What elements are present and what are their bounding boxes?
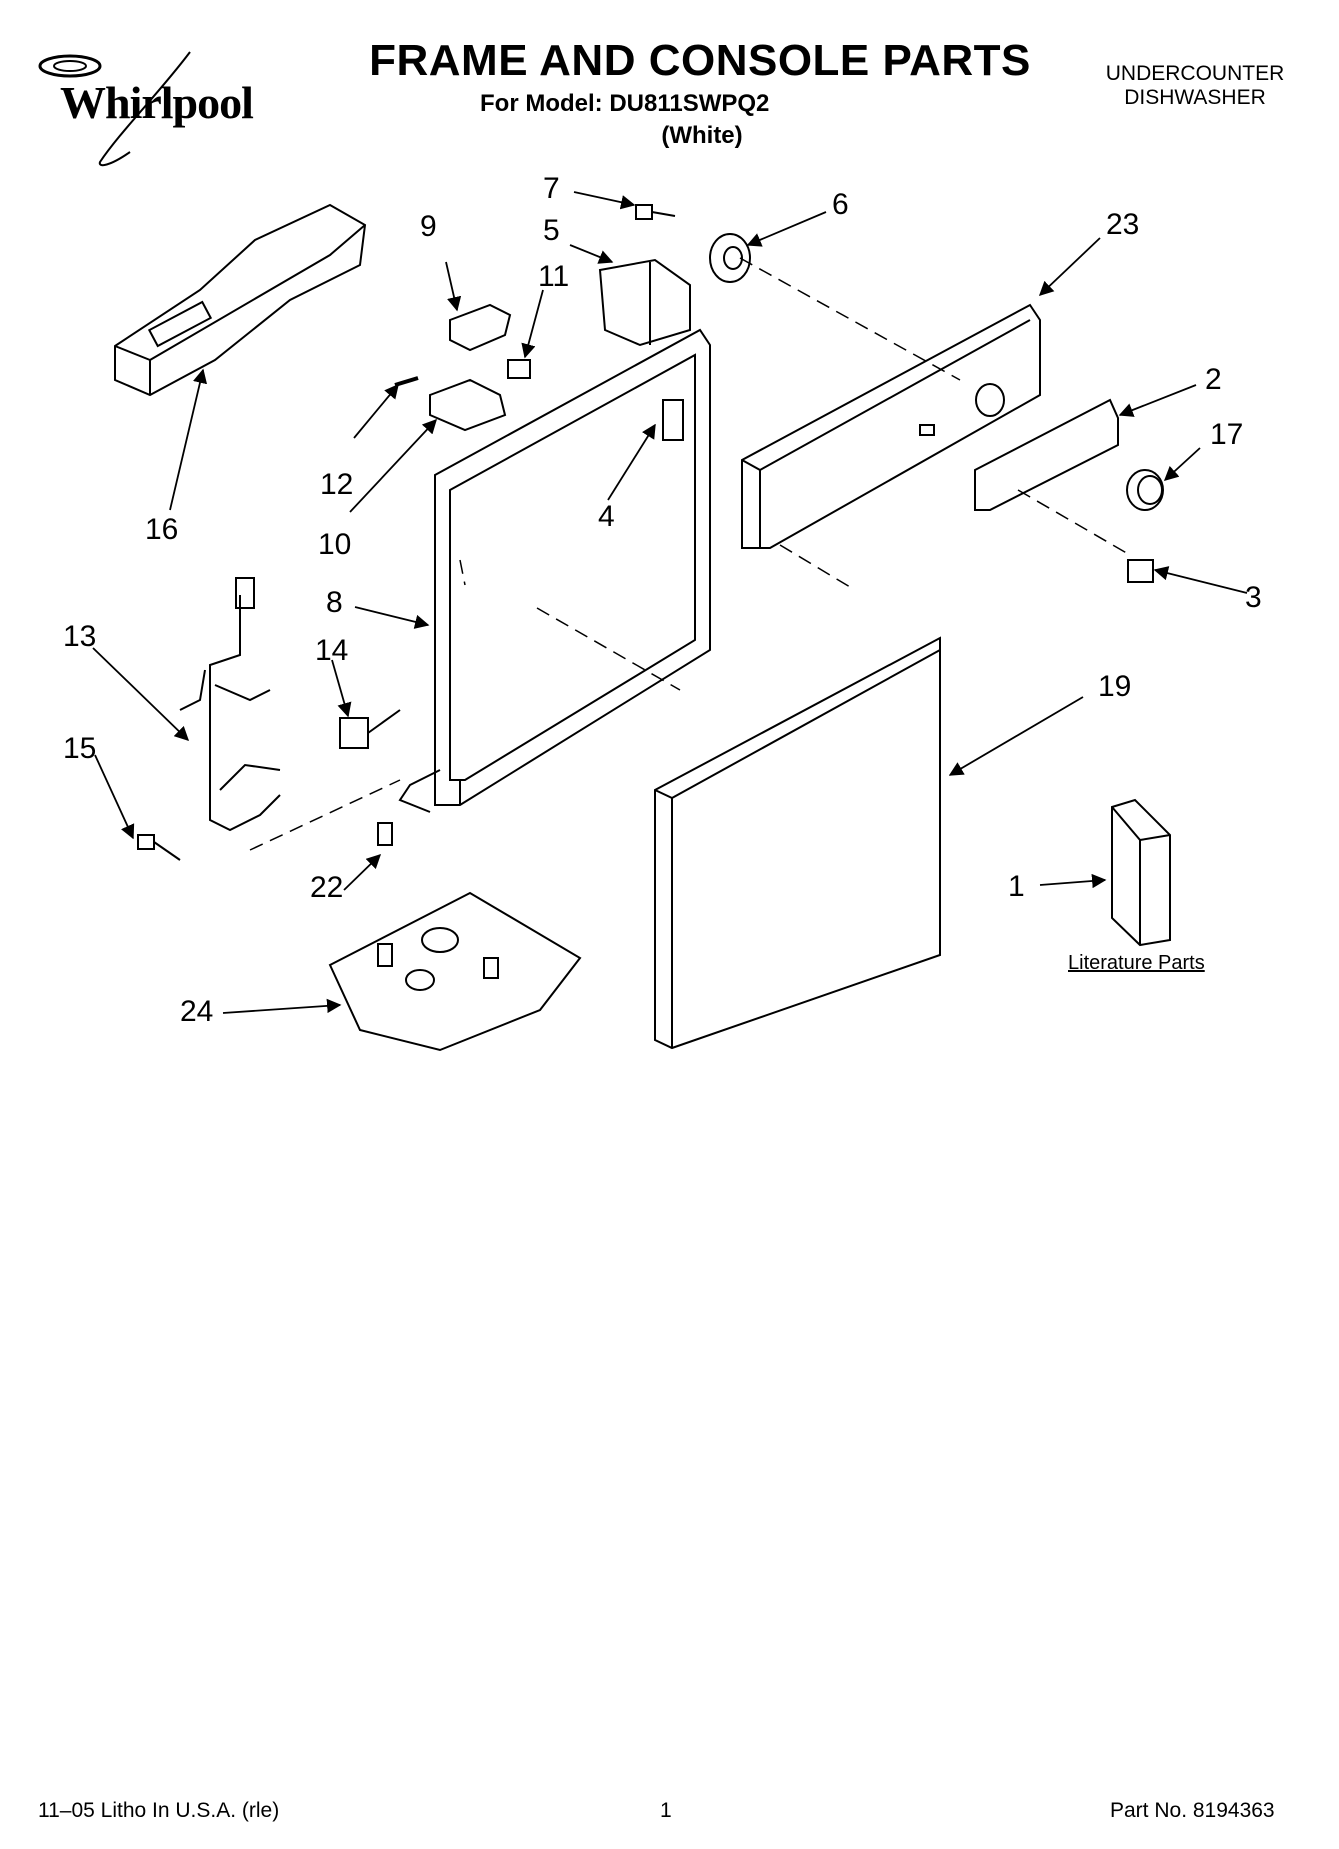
callout-17: 17 (1210, 418, 1244, 451)
part-console-23 (741, 303, 1041, 549)
callout-16: 16 (145, 513, 179, 546)
callout-13: 13 (63, 620, 97, 653)
part-12 (394, 376, 419, 387)
callout-14: 14 (315, 634, 349, 667)
callout-8: 8 (326, 586, 343, 619)
footer-litho: 11–05 Litho In U.S.A. (rle) (38, 1799, 280, 1822)
brand-logo-text: Whirlpool (60, 77, 254, 128)
callout-3: 3 (1245, 581, 1262, 614)
callout-2: 2 (1205, 363, 1222, 396)
part-dispenser-16 (114, 203, 367, 397)
callout-12: 12 (320, 468, 354, 501)
part-hardware-bag-24 (328, 891, 582, 1052)
footer-page-number: 1 (660, 1799, 672, 1822)
page-title: FRAME AND CONSOLE PARTS (369, 36, 1031, 85)
part-sensor-14 (339, 709, 401, 749)
footer-part-number: Part No. 8194363 (1110, 1799, 1275, 1822)
appliance-type-line-2: DISHWASHER (1124, 86, 1266, 109)
callout-23: 23 (1106, 208, 1140, 241)
part-clip-22 (377, 822, 393, 846)
color-line: (White) (661, 122, 743, 149)
callout-6: 6 (832, 188, 849, 221)
callout-15: 15 (63, 732, 97, 765)
callout-9: 9 (420, 210, 437, 243)
callout-7: 7 (543, 172, 560, 205)
part-screw-7 (635, 204, 676, 220)
part-switch-9 (449, 303, 512, 352)
part-knob-6 (709, 233, 751, 283)
callout-5: 5 (543, 214, 560, 247)
callout-11: 11 (538, 260, 570, 293)
model-line: For Model: DU811SWPQ2 (480, 90, 770, 117)
callout-4: 4 (598, 500, 615, 533)
callout-10: 10 (318, 528, 352, 561)
callout-19: 19 (1098, 670, 1132, 703)
callout-22: 22 (310, 871, 344, 904)
part-11 (507, 359, 531, 379)
part-button-3 (1127, 559, 1154, 583)
part-overlay-2 (974, 398, 1119, 511)
part-bracket-10 (429, 378, 507, 432)
part-frame-8 (398, 328, 711, 813)
whirlpool-logo (38, 51, 191, 167)
assembly-guide-lines (249, 257, 1131, 851)
part-latch-4 (662, 399, 684, 441)
callout-24: 24 (180, 995, 214, 1028)
callout-1: 1 (1008, 870, 1025, 903)
part-timer-5 (598, 258, 691, 347)
part-literature-1 (1111, 798, 1171, 947)
part-screw-15 (137, 834, 181, 861)
appliance-type-line-1: UNDERCOUNTER (1105, 62, 1285, 85)
literature-parts-label: Literature Parts (1068, 952, 1205, 974)
callout-leaders (92, 191, 1248, 1014)
part-knob-17 (1126, 469, 1164, 511)
part-door-panel-19 (654, 636, 941, 1050)
part-wire-harness-13 (179, 577, 281, 832)
